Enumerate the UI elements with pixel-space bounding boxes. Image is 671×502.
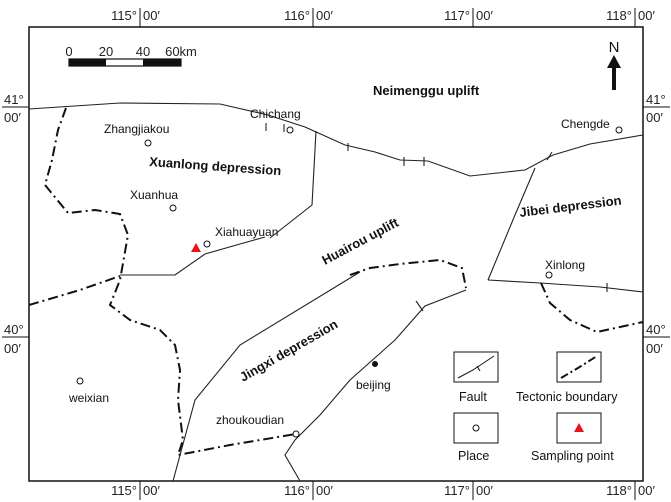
north-arrow-icon: N: [607, 39, 621, 90]
scale-tick-40: 40: [136, 44, 150, 59]
legend-item-place: Place: [453, 412, 499, 463]
fault-line: [487, 167, 536, 281]
legend-item-sampling-point: Sampling point: [531, 412, 614, 463]
place-marker: [169, 204, 177, 212]
place-zhoukoudian: zhoukoudian: [216, 413, 284, 427]
lat-40-deg-left: 40°: [4, 322, 24, 337]
lon-117-deg-bottom: 117°: [444, 483, 470, 498]
place-xinlong: Xinlong: [545, 258, 585, 272]
right-latitude-labels: 41° 00′ 40° 00′: [643, 92, 670, 356]
lat-41-min-right: 00′: [646, 110, 663, 125]
lon-118-min-top: 00′: [638, 8, 655, 23]
fault-line: [284, 289, 467, 482]
place-xuanhua: Xuanhua: [130, 188, 178, 202]
lat-40-min-left: 00′: [4, 341, 21, 356]
lon-117-min-top: 00′: [476, 8, 493, 23]
left-latitude-labels: 41° 00′ 40° 00′: [2, 92, 29, 356]
scale-tick-0: 0: [65, 44, 72, 59]
lat-40-min-right: 00′: [646, 341, 663, 356]
legend-item-tectonic-boundary: Tectonic boundary: [516, 351, 618, 404]
tectonic-boundaries: [28, 107, 644, 457]
lon-116-min-bottom: 00′: [316, 483, 333, 498]
place-weixian: weixian: [68, 391, 109, 405]
legend: Fault Tectonic boundary Place Sampling p…: [440, 345, 640, 475]
sampling-point-marker: [191, 243, 201, 252]
legend-place-label: Place: [458, 449, 489, 463]
scale-bar: 0 20 40 60km: [65, 44, 197, 67]
place-marker: [615, 126, 623, 134]
tectonic-boundary-line: [540, 282, 644, 334]
lon-116-deg-top: 116°: [284, 8, 310, 23]
faults: [28, 102, 644, 482]
capital-marker: [372, 361, 378, 367]
lon-118-deg-top: 118°: [606, 8, 632, 23]
region-neimenggu-uplift: Neimenggu uplift: [373, 83, 480, 98]
place-marker: [76, 377, 84, 385]
legend-sampling-point-label: Sampling point: [531, 449, 614, 463]
lon-118-min-bottom: 00′: [638, 483, 655, 498]
lat-40-deg-right: 40°: [646, 322, 666, 337]
tectonic-boundary-line: [28, 275, 121, 306]
lat-41-deg-right: 41°: [646, 92, 666, 107]
place-chengde: Chengde: [561, 117, 610, 131]
place-xiahuayuan: Xiahuayuan: [215, 225, 278, 239]
place-marker: [545, 271, 553, 279]
fault-line: [172, 271, 361, 482]
lon-118-deg-bottom: 118°: [606, 483, 632, 498]
lon-116-deg-bottom: 116°: [284, 483, 310, 498]
place-zhangjiakou: Zhangjiakou: [104, 122, 169, 136]
north-label: N: [609, 39, 620, 56]
lat-41-deg-left: 41°: [4, 92, 24, 107]
lon-115-min-top: 00′: [143, 8, 160, 23]
place-marker: [144, 139, 152, 147]
lon-115-min-bottom: 00′: [143, 483, 160, 498]
place-beijing: beijing: [356, 378, 391, 392]
legend-tectonic-boundary-label: Tectonic boundary: [516, 390, 618, 404]
fault-tick: [546, 151, 553, 161]
top-longitude-labels: 115° 00′ 116° 00′ 117° 00′ 118° 00′: [111, 8, 655, 27]
place-marker: [286, 126, 294, 134]
fault-line: [487, 279, 644, 293]
lon-117-deg-top: 117°: [444, 8, 470, 23]
place-marker: [292, 430, 300, 438]
place-marker: [203, 240, 211, 248]
tectonic-boundary-line: [43, 107, 297, 457]
legend-fault-label: Fault: [459, 390, 487, 404]
fault-line: [269, 130, 317, 239]
fault-tick: [415, 300, 424, 312]
lat-41-min-left: 00′: [4, 110, 21, 125]
bottom-longitude-labels: 115° 00′ 116° 00′ 117° 00′ 118° 00′: [111, 481, 655, 500]
lon-115-deg-top: 115°: [111, 8, 137, 23]
lon-116-min-top: 00′: [316, 8, 333, 23]
place-chichang: Chichang: [250, 107, 301, 121]
places: Zhangjiakou Chichang Chengde Xuanhua Xia…: [68, 107, 623, 438]
fault-line: [120, 236, 266, 276]
scale-tick-60km: 60km: [165, 44, 197, 59]
scale-tick-20: 20: [99, 44, 113, 59]
lon-115-deg-bottom: 115°: [111, 483, 137, 498]
lon-117-min-bottom: 00′: [476, 483, 493, 498]
legend-item-fault: Fault: [453, 351, 499, 404]
